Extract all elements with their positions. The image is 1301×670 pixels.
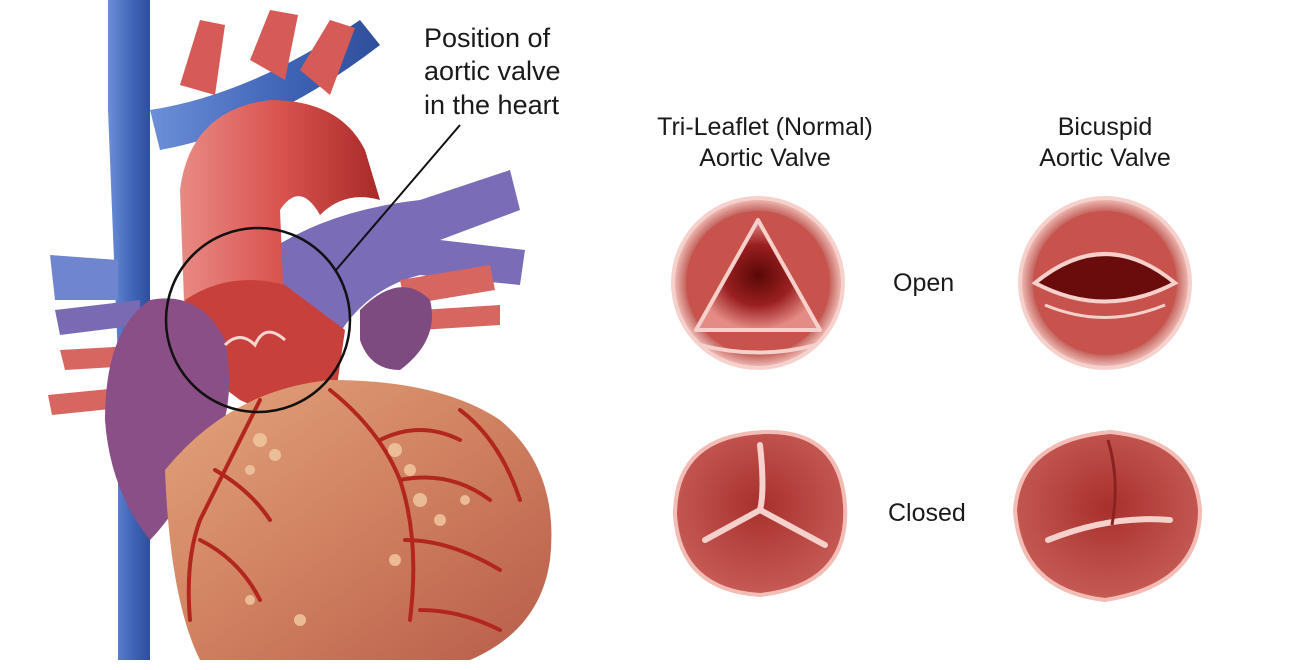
- callout-line-2: aortic valve: [424, 55, 561, 88]
- callout-line-3: in the heart: [424, 89, 561, 122]
- bicuspid-open-valve: [1020, 198, 1190, 368]
- open-state-label: Open: [893, 268, 954, 299]
- vein-branch-left: [50, 255, 118, 300]
- arch-branch-1: [180, 20, 225, 95]
- bicuspid-heading-line-2: Aortic Valve: [1000, 143, 1210, 174]
- bicuspid-closed-valve: [1015, 432, 1200, 600]
- tri-leaflet-heading-line-1: Tri-Leaflet (Normal): [640, 112, 890, 143]
- tri-leaflet-closed-valve: [675, 432, 845, 595]
- bicuspid-heading-line-1: Bicuspid: [1000, 112, 1210, 143]
- callout-line-1: Position of: [424, 22, 561, 55]
- callout-label: Position of aortic valve in the heart: [424, 22, 561, 122]
- pulmonary-vein-right-2: [420, 305, 500, 330]
- tri-leaflet-heading: Tri-Leaflet (Normal) Aortic Valve: [640, 112, 890, 175]
- tri-leaflet-open-valve: [673, 198, 843, 368]
- closed-state-label: Closed: [888, 498, 966, 529]
- ventricles: [165, 380, 551, 660]
- tri-leaflet-heading-line-2: Aortic Valve: [640, 143, 890, 174]
- bicuspid-heading: Bicuspid Aortic Valve: [1000, 112, 1210, 175]
- left-atrial-appendage: [360, 287, 432, 370]
